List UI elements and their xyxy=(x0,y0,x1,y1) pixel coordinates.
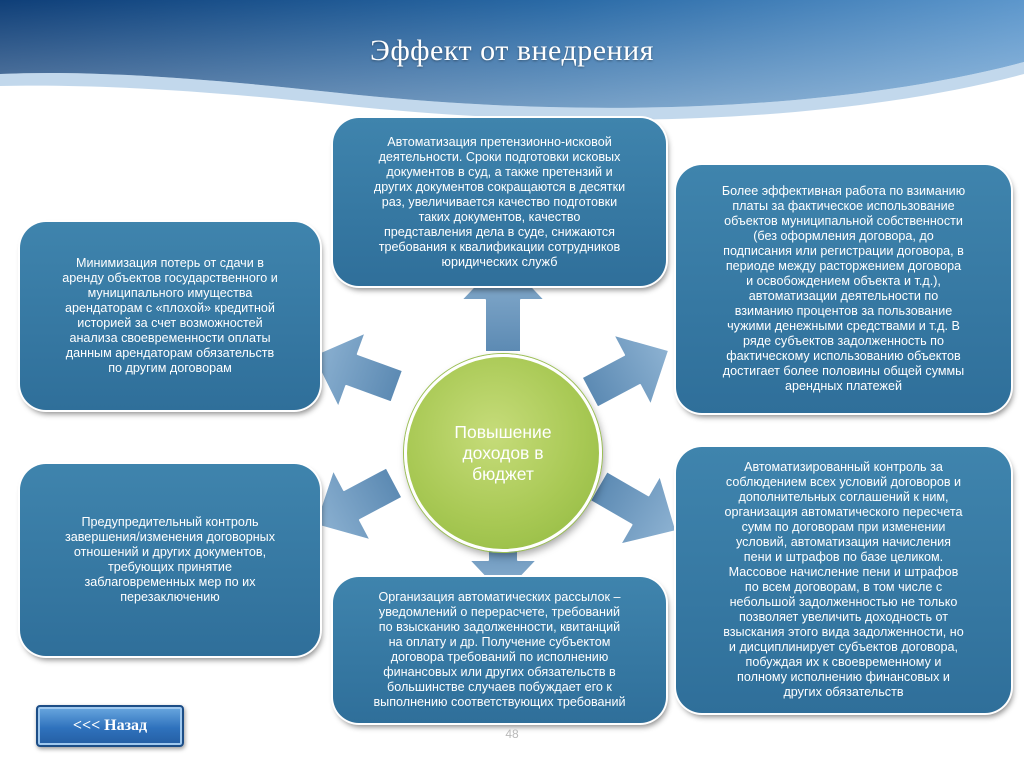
benefit-text: Предупредительный контроль завершения/из… xyxy=(64,515,276,604)
benefit-text: Минимизация потерь от сдачи в аренду объ… xyxy=(62,256,278,375)
benefit-text: Автоматизация претензионно-исковой деяте… xyxy=(373,134,626,269)
page-number: 48 xyxy=(505,727,519,741)
benefit-text: Более эффективная работа по взиманию пла… xyxy=(721,184,966,393)
benefit-box-claims-automation: Автоматизация претензионно-исковой деяте… xyxy=(333,118,666,286)
center-node: Повышение доходов в бюджет xyxy=(404,354,602,552)
benefit-box-preventive-control: Предупредительный контроль завершения/из… xyxy=(20,464,320,656)
header-band xyxy=(0,0,1024,120)
arrow-upper-right-icon xyxy=(580,333,671,409)
arrow-upper-left-icon xyxy=(311,331,404,409)
back-button[interactable]: <<< Назад xyxy=(36,705,184,747)
benefit-box-contract-control: Автоматизированный контроль за соблюдени… xyxy=(676,447,1011,713)
benefit-box-fee-collection: Более эффективная работа по взиманию пла… xyxy=(676,165,1011,413)
arrow-lower-right-icon xyxy=(588,470,678,546)
benefit-text: Автоматизированный контроль за соблюдени… xyxy=(723,460,964,699)
benefit-box-auto-notifications: Организация автоматических рассылок – ув… xyxy=(333,577,666,723)
benefit-text: Организация автоматических рассылок – ув… xyxy=(373,590,626,709)
page-title: Эффект от внедрения xyxy=(370,34,654,67)
center-text: Повышение доходов в бюджет xyxy=(454,421,552,484)
benefit-box-loss-minimization: Минимизация потерь от сдачи в аренду объ… xyxy=(20,222,320,410)
